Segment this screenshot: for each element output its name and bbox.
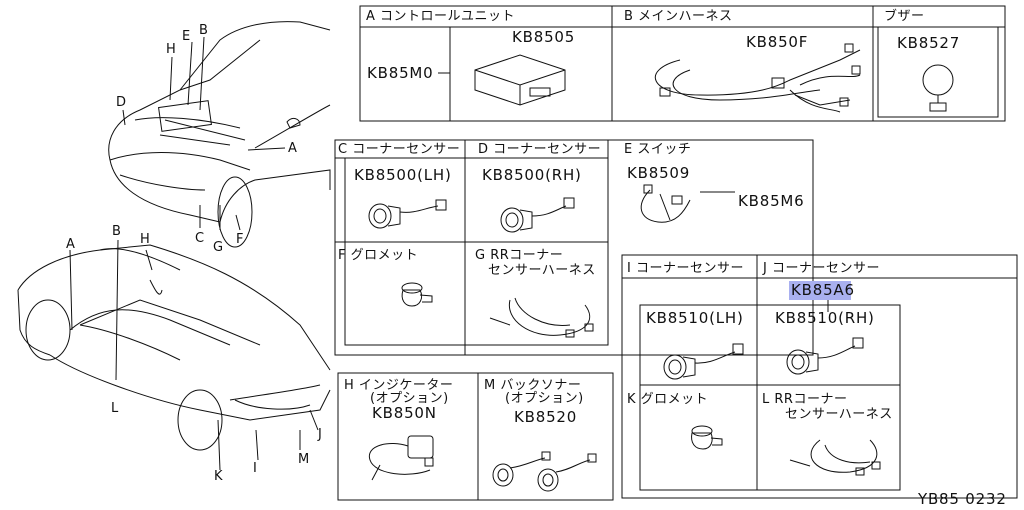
part-kb850f: KB850F <box>746 33 809 51</box>
callout-b-rear: B <box>112 224 122 239</box>
section-k-title: K グロメット <box>627 392 709 407</box>
assembly-kb85m0: KB85M0 <box>367 64 434 82</box>
callout-i: I <box>253 461 258 476</box>
buzzer-drawing <box>922 64 954 112</box>
diagram-id: YB85 0232 <box>918 490 1007 508</box>
switch-harness-drawing <box>640 184 691 223</box>
part-kb8500-rh: KB8500(RH) <box>482 166 582 184</box>
callout-b-front: B <box>199 23 209 38</box>
callout-a-front: A <box>288 141 298 156</box>
callout-g: G <box>213 240 224 255</box>
grommet-k-drawing <box>691 425 723 450</box>
corner-sensor-rh-j-drawing <box>786 337 864 375</box>
section-e-title: E スイッチ <box>624 142 692 157</box>
indicator-drawing <box>368 435 434 481</box>
callout-m: M <box>298 452 310 467</box>
section-b-title: B メインハーネス <box>624 9 733 24</box>
section-h-title-2: (オプション) <box>370 391 449 406</box>
callout-l: L <box>111 401 119 416</box>
callout-d: D <box>116 95 127 110</box>
part-kb8520: KB8520 <box>514 408 578 426</box>
grommet-f-drawing <box>401 282 433 307</box>
section-d-title: D コーナーセンサー <box>478 142 602 157</box>
part-kb8510-rh: KB8510(RH) <box>775 309 875 327</box>
assembly-kb85m6: KB85M6 <box>738 192 805 210</box>
part-kb8510-lh: KB8510(LH) <box>646 309 744 327</box>
section-l-title-2: センサーハーネス <box>785 407 893 422</box>
section-m-title-1: M バックソナー <box>484 378 582 393</box>
frame-section-i-l <box>621 254 1018 499</box>
section-m-title-2: (オプション) <box>505 391 584 406</box>
callout-e: E <box>182 29 191 44</box>
section-j-title: J コーナーセンサー <box>763 261 880 276</box>
callout-h-rear: H <box>140 232 151 247</box>
section-g-title-1: G RRコーナー <box>475 248 564 263</box>
section-buzzer-title: ブザー <box>884 9 925 24</box>
frame-section-h-m <box>337 372 614 501</box>
main-harness-drawing <box>655 43 861 113</box>
callout-c: C <box>195 231 205 246</box>
front-vehicle-drawing <box>108 21 331 248</box>
rear-vehicle-drawing <box>17 239 331 471</box>
assembly-kb85a6: KB85A6 <box>791 281 855 299</box>
highlight-kb85a6 <box>789 281 851 300</box>
rr-sensor-harness-l-drawing <box>789 439 881 476</box>
control-unit-drawing <box>474 54 566 106</box>
frame-section-a-b-buzzer <box>359 5 1006 122</box>
section-l-title-1: L RRコーナー <box>762 392 848 407</box>
section-h-title-1: H インジケーター <box>344 378 454 393</box>
callout-f: F <box>236 232 244 247</box>
back-sonar-drawing <box>492 451 597 492</box>
callout-a-rear: A <box>66 237 76 252</box>
part-kb8509: KB8509 <box>627 164 691 182</box>
section-g-title-2: センサーハーネス <box>488 263 596 278</box>
callout-k: K <box>214 469 224 484</box>
section-f-title: F グロメット <box>338 248 419 263</box>
part-kb8527: KB8527 <box>897 34 961 52</box>
frame-section-c-g <box>334 139 814 356</box>
section-i-title: I コーナーセンサー <box>627 261 744 276</box>
section-c-title: C コーナーセンサー <box>338 142 461 157</box>
corner-sensor-lh-i-drawing <box>663 343 744 380</box>
callout-j: J <box>318 427 323 442</box>
part-kb8500-lh: KB8500(LH) <box>354 166 452 184</box>
rr-sensor-harness-g-drawing <box>489 297 594 338</box>
callout-h-front: H <box>166 42 177 57</box>
corner-sensor-lh-c-drawing <box>368 199 447 229</box>
part-kb8505: KB8505 <box>512 28 576 46</box>
corner-sensor-rh-d-drawing <box>500 197 575 233</box>
section-a-title: A コントロールユニット <box>366 9 516 24</box>
part-kb850n: KB850N <box>372 404 437 422</box>
